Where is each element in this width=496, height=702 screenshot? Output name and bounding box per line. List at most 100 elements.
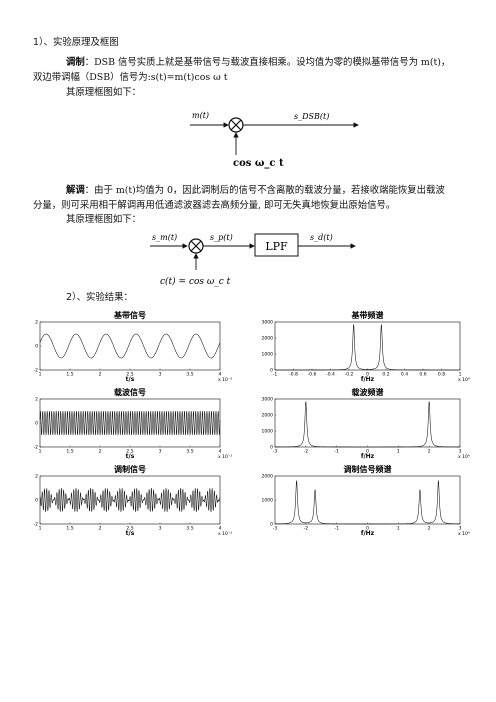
p1-xtick: 4 bbox=[219, 372, 222, 378]
p1-xtick: 1.5 bbox=[66, 372, 73, 378]
p3-xlabel: t/s bbox=[126, 453, 135, 460]
p2-xlabel: f/Hz bbox=[361, 376, 375, 383]
p6-xlabel: f/Hz bbox=[361, 530, 375, 536]
p4-xtick: 2 bbox=[428, 449, 431, 455]
input-label: m(t) bbox=[192, 111, 209, 120]
carrier-label: cos ω_c t bbox=[233, 158, 284, 169]
p5-ytick: -2 bbox=[34, 522, 39, 528]
p4-axes bbox=[274, 398, 461, 448]
p3-xtick: 1.5 bbox=[66, 449, 73, 455]
p2-xtick: -0.2 bbox=[345, 372, 354, 378]
p6-xtick: -3 bbox=[273, 526, 278, 532]
demod-output-label: s_d(t) bbox=[310, 233, 333, 242]
p1-title: 基带信号 bbox=[113, 310, 146, 320]
p5-xtick: 2.5 bbox=[126, 526, 133, 532]
demod-term: 解调 bbox=[66, 185, 85, 196]
p2-xtick: 0.6 bbox=[419, 372, 426, 378]
p2-ytick: 0 bbox=[270, 368, 273, 374]
p2-xtick: -1 bbox=[273, 372, 278, 378]
demod-line2: 分量，则可采用相干解调再用低通滤波器滤去高频分量, 即可无失真地恢复出原始信号。 bbox=[33, 200, 396, 211]
demod-text1: ：由于 m(t)均值为 0，因此调制后的信号不含离散的载波分量，若接收端能恢复出… bbox=[84, 185, 445, 196]
p2-ytick: 2000 bbox=[262, 336, 274, 342]
p1-ytick: 2 bbox=[35, 320, 38, 326]
p5-ytick: 0 bbox=[35, 498, 38, 504]
p2-xtick: 0.4 bbox=[401, 372, 408, 378]
p5-axes bbox=[39, 475, 221, 525]
p6-xtick: 3 bbox=[459, 526, 462, 532]
p5-xlabel: t/s bbox=[126, 530, 135, 536]
p4-xtick: 0 bbox=[366, 449, 369, 455]
p5-trace bbox=[39, 487, 221, 513]
p5-xtick: 4 bbox=[219, 526, 222, 532]
p2-xtick: 0.2 bbox=[382, 372, 389, 378]
p6-xtick: 2 bbox=[428, 526, 431, 532]
p1-xtick: 2 bbox=[99, 372, 102, 378]
section1-heading: 1）、实验原理及框图 bbox=[33, 37, 119, 48]
p1-trace bbox=[39, 333, 221, 359]
p6-ytick: 1000 bbox=[262, 498, 274, 504]
p1-xtick: 3 bbox=[159, 372, 162, 378]
p2-xtick: 1 bbox=[459, 372, 462, 378]
p2-ytick: 3000 bbox=[262, 320, 274, 326]
p6-xtick: -2 bbox=[304, 526, 309, 532]
p3-xtick: 2 bbox=[99, 449, 102, 455]
p2-ytick: 1000 bbox=[262, 352, 274, 358]
coherent-demod-diagram: s_m(t) s_p(t) LPF s_d(t) c(t) = cos ω_c … bbox=[150, 233, 356, 287]
p5-xtick: 1.5 bbox=[66, 526, 73, 532]
p3-xtick: 3 bbox=[159, 449, 162, 455]
p3-xtick: 4 bbox=[219, 449, 222, 455]
diagram2-caption: 其原理框图如下： bbox=[66, 214, 142, 225]
diagram1-caption: 其原理框图如下： bbox=[66, 87, 142, 98]
demod-carrier-label: c(t) = cos ω_c t bbox=[160, 276, 231, 287]
modulation-line1: 调制：DSB 信号实质上就是基带信号与载波直接相乘。设均值为零的模拟基带信号为 … bbox=[66, 56, 450, 70]
p3-xtick: 2.5 bbox=[126, 449, 133, 455]
p4-title: 载波频谱 bbox=[352, 387, 384, 397]
lpf-block bbox=[254, 233, 299, 257]
p3-xtick: 1 bbox=[39, 449, 42, 455]
p6-xtick: -1 bbox=[334, 526, 339, 532]
p3-trace bbox=[39, 410, 221, 436]
p5-title: 调制信号 bbox=[114, 464, 146, 474]
modulation-text1: ：DSB 信号实质上就是基带信号与载波直接相乘。设均值为零的模拟基带信号为 m(… bbox=[84, 57, 451, 68]
p1-xscale: x 10⁻³ bbox=[218, 377, 232, 383]
results-figure: 基带信号 1 1.5 2 2.5 3 3.5 4 2 0 -2 t/s x 10⁻³ 基带频谱 -1 -0.8… bbox=[34, 310, 470, 536]
p1-ytick: -2 bbox=[34, 368, 39, 374]
modulation-line2: 双边带调幅（DSB）信号为:s(t)=m(t)cos ω t bbox=[33, 72, 228, 83]
p2-xtick: -0.6 bbox=[308, 372, 317, 378]
p1-ytick: 0 bbox=[35, 344, 38, 350]
p3-ytick: -2 bbox=[34, 445, 39, 451]
p6-xtick: 1 bbox=[397, 526, 400, 532]
p6-trace bbox=[274, 480, 461, 525]
p3-title: 载波信号 bbox=[114, 387, 146, 397]
p3-xscale: x 10⁻³ bbox=[218, 454, 232, 460]
p6-xscale: x 10⁴ bbox=[458, 531, 470, 536]
p1-xtick: 2.5 bbox=[126, 372, 133, 378]
p2-axes bbox=[274, 321, 461, 371]
p1-xtick: 3.5 bbox=[186, 372, 193, 378]
p3-ytick: 2 bbox=[35, 397, 38, 403]
p5-xtick: 1 bbox=[39, 526, 42, 532]
p1-xtick: 1 bbox=[39, 372, 42, 378]
p5-xtick: 3.5 bbox=[186, 526, 193, 532]
p4-xtick: 1 bbox=[397, 449, 400, 455]
section2-heading: 2）、实验结果： bbox=[66, 292, 133, 303]
p4-xtick: -3 bbox=[273, 449, 278, 455]
demod-input-label: s_m(t) bbox=[152, 233, 177, 242]
p4-ytick: 0 bbox=[270, 445, 273, 451]
p3-xtick: 3.5 bbox=[186, 449, 193, 455]
p4-trace bbox=[275, 401, 460, 448]
p6-ytick: 2000 bbox=[262, 474, 274, 480]
p2-title: 基带频谱 bbox=[351, 310, 384, 320]
demod-mid-label: s_p(t) bbox=[210, 233, 233, 242]
p1-axes bbox=[39, 321, 221, 371]
p4-ytick: 2000 bbox=[262, 413, 274, 419]
p2-xtick: 0 bbox=[366, 372, 369, 378]
p6-ytick: 0 bbox=[270, 522, 273, 528]
p2-xtick: -0.8 bbox=[289, 372, 298, 378]
p5-xtick: 3 bbox=[159, 526, 162, 532]
p5-xscale: x 10⁻³ bbox=[218, 531, 232, 536]
